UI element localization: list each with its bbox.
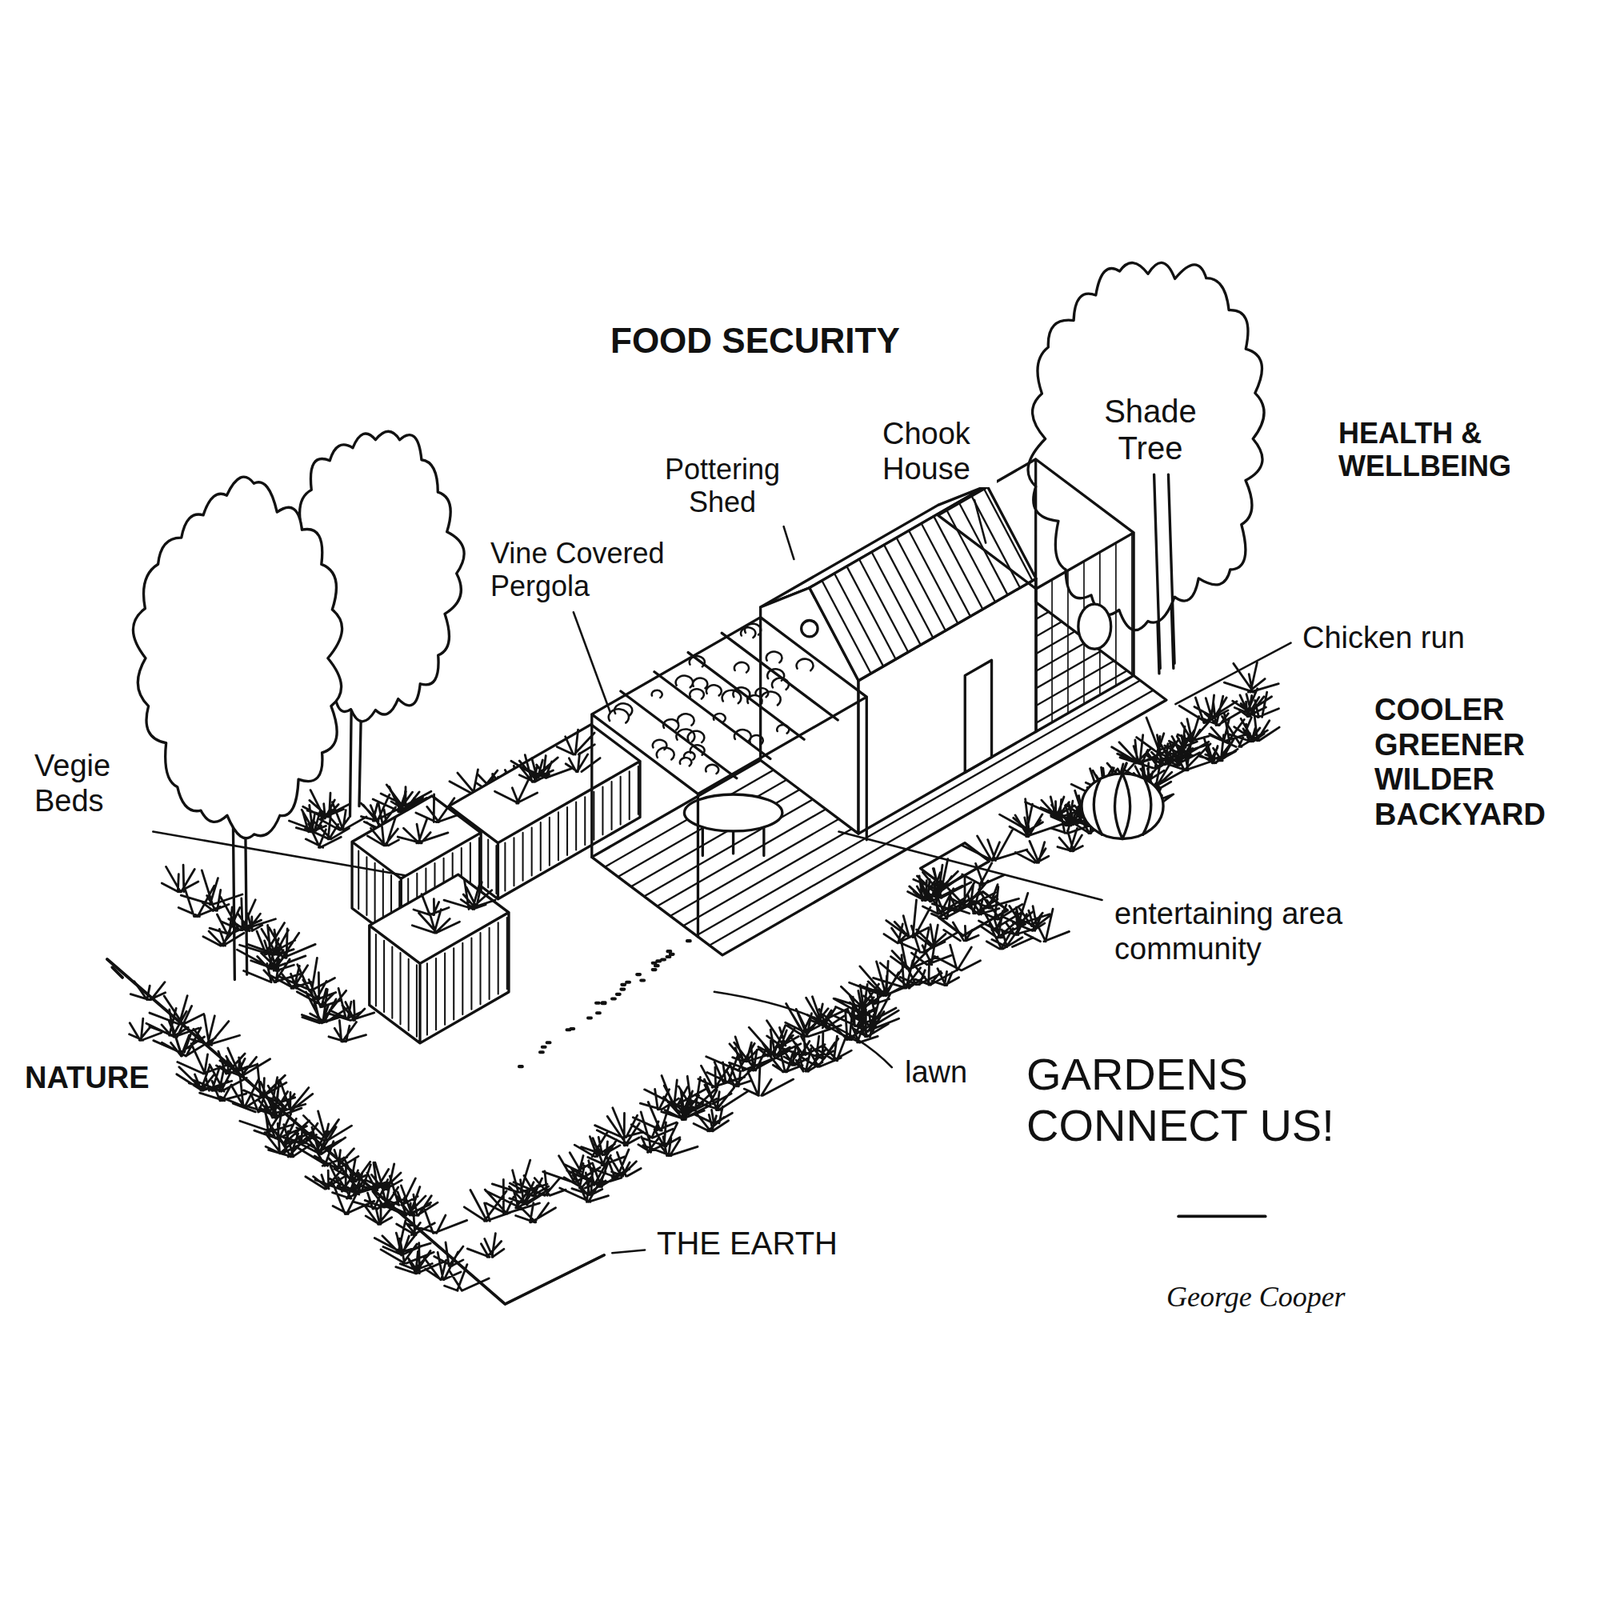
annotation-label: THE EARTH xyxy=(654,1224,840,1263)
vegie-bed-slats xyxy=(455,766,638,894)
annotation-label: George Cooper xyxy=(1164,1280,1348,1315)
annotation-label: FOOD SECURITY xyxy=(608,320,903,363)
chicken-wire xyxy=(1052,533,1132,723)
pergola-frame xyxy=(592,617,867,937)
annotation-label: entertaining area community xyxy=(1112,896,1453,968)
shade-tree-canopy xyxy=(1028,262,1264,630)
annotation-label: Chook House xyxy=(880,416,997,488)
chicken-run-frame xyxy=(938,459,1135,732)
annotation-label: lawn xyxy=(902,1054,970,1092)
shed-door xyxy=(964,660,992,772)
shed-roof xyxy=(809,485,1036,681)
title-underline xyxy=(1178,1214,1265,1218)
vine-leaves xyxy=(608,624,814,774)
plot-edge xyxy=(112,967,123,978)
vegie-bed-plants xyxy=(494,729,600,804)
vegie-bed-plants xyxy=(412,880,496,933)
annotation-label: Shade Tree xyxy=(1088,392,1213,468)
tree-trunk xyxy=(1154,474,1176,668)
vegie-bed xyxy=(369,874,509,1044)
vegie-bed-plants xyxy=(367,794,459,846)
annotation-label: Pottering Shed xyxy=(640,452,805,520)
annotation-label: Vine Covered Pergola xyxy=(488,536,701,604)
annotation-label: Vegie Beds xyxy=(32,748,141,820)
tree-canopy xyxy=(132,476,342,839)
vegie-bed-slats xyxy=(376,917,508,1037)
shed-window xyxy=(801,620,818,637)
annotation-label: Chicken run xyxy=(1300,620,1468,657)
title-text: GARDENS CONNECT US! xyxy=(1024,1048,1389,1153)
annotation-label: COOLER GREENER WILDER BACKYARD xyxy=(1372,692,1561,834)
front-planting xyxy=(464,886,1069,1257)
plot-edge xyxy=(107,959,604,1304)
bed-planting xyxy=(161,864,374,1042)
run-hatch xyxy=(1078,604,1112,649)
roof-iron xyxy=(821,488,1032,674)
annotation-label: NATURE xyxy=(22,1060,152,1097)
annotation-label: HEALTH & WELLBEING xyxy=(1336,416,1541,484)
pumpkin-ribs xyxy=(1093,763,1152,839)
